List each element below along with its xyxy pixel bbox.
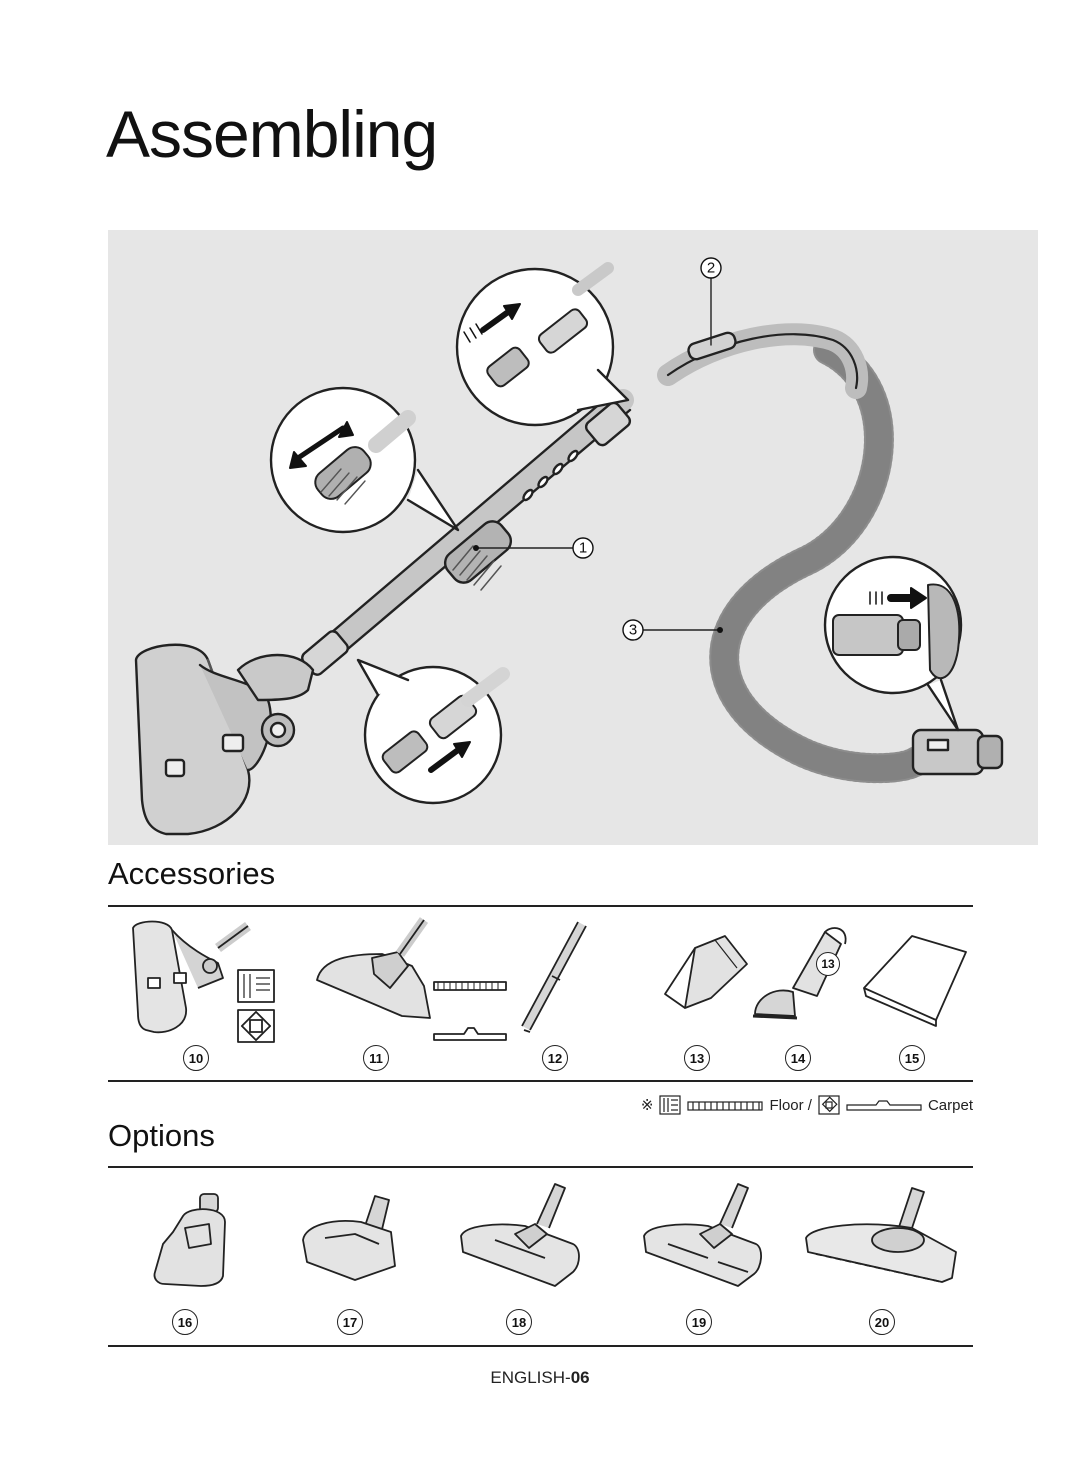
page-number: 06 (570, 1368, 590, 1387)
accessory-number-10: 10 (183, 1045, 209, 1071)
option-number-17: 17 (337, 1309, 363, 1335)
floor-carpet-legend: ※ Floor / Carpet (641, 1094, 973, 1116)
callout-3: 3 (622, 619, 644, 641)
floor-mode-brush-icon (687, 1101, 764, 1111)
assembly-illustration: 2 1 3 (108, 230, 1038, 845)
carpet-mode-brush-icon (846, 1100, 922, 1111)
note-symbol: ※ (640, 1097, 654, 1114)
vacuum-assembly-drawing: 2 1 3 (134, 257, 1004, 836)
accessories-bottom-rule (108, 1080, 973, 1082)
mini-turbo-brush-icon (153, 1193, 226, 1287)
accessories-heading: Accessories (108, 856, 276, 891)
inline-callout-13: 13 (816, 952, 840, 976)
pet-brush-icon (302, 1195, 396, 1281)
turbo-brush-nozzle-icon (132, 920, 275, 1043)
floor-brush-icon (643, 1183, 762, 1287)
carpet-pattern-icon (818, 1095, 840, 1115)
page-title: Assembling (106, 97, 438, 171)
floor-label: Floor / (769, 1096, 812, 1114)
dusting-brush-icon (752, 927, 847, 1020)
option-number-19: 19 (686, 1309, 712, 1335)
option-number-16: 16 (172, 1309, 198, 1335)
svg-text:1: 1 (579, 540, 587, 557)
twister-brush-icon (460, 1183, 580, 1287)
option-number-18: 18 (506, 1309, 532, 1335)
page-footer: ENGLISH-06 (0, 1368, 1080, 1388)
crevice-tool-icon (664, 935, 748, 1009)
option-number-20: 20 (869, 1309, 895, 1335)
svg-text:3: 3 (629, 622, 637, 639)
footer-language: ENGLISH- (490, 1368, 571, 1387)
accessory-number-12: 12 (542, 1045, 568, 1071)
svg-text:2: 2 (707, 260, 715, 277)
carpet-label: Carpet (927, 1096, 973, 1114)
callout-1: 1 (572, 537, 594, 559)
user-manual-icon (863, 935, 967, 1027)
options-heading: Options (108, 1118, 215, 1153)
accessories-top-rule (108, 905, 973, 907)
options-bottom-rule (108, 1345, 973, 1347)
accessory-number-13: 13 (684, 1045, 710, 1071)
accessory-number-14: 14 (785, 1045, 811, 1071)
callout-2: 2 (700, 257, 722, 279)
floor-pattern-icon (659, 1095, 682, 1115)
floor-carpet-nozzle-icon (316, 917, 507, 1041)
options-top-rule (108, 1166, 973, 1168)
accessory-number-11: 11 (363, 1045, 389, 1071)
accessory-number-15: 15 (899, 1045, 925, 1071)
telescopic-pipe-icon (521, 921, 587, 1033)
parquet-brush-icon (805, 1187, 957, 1283)
